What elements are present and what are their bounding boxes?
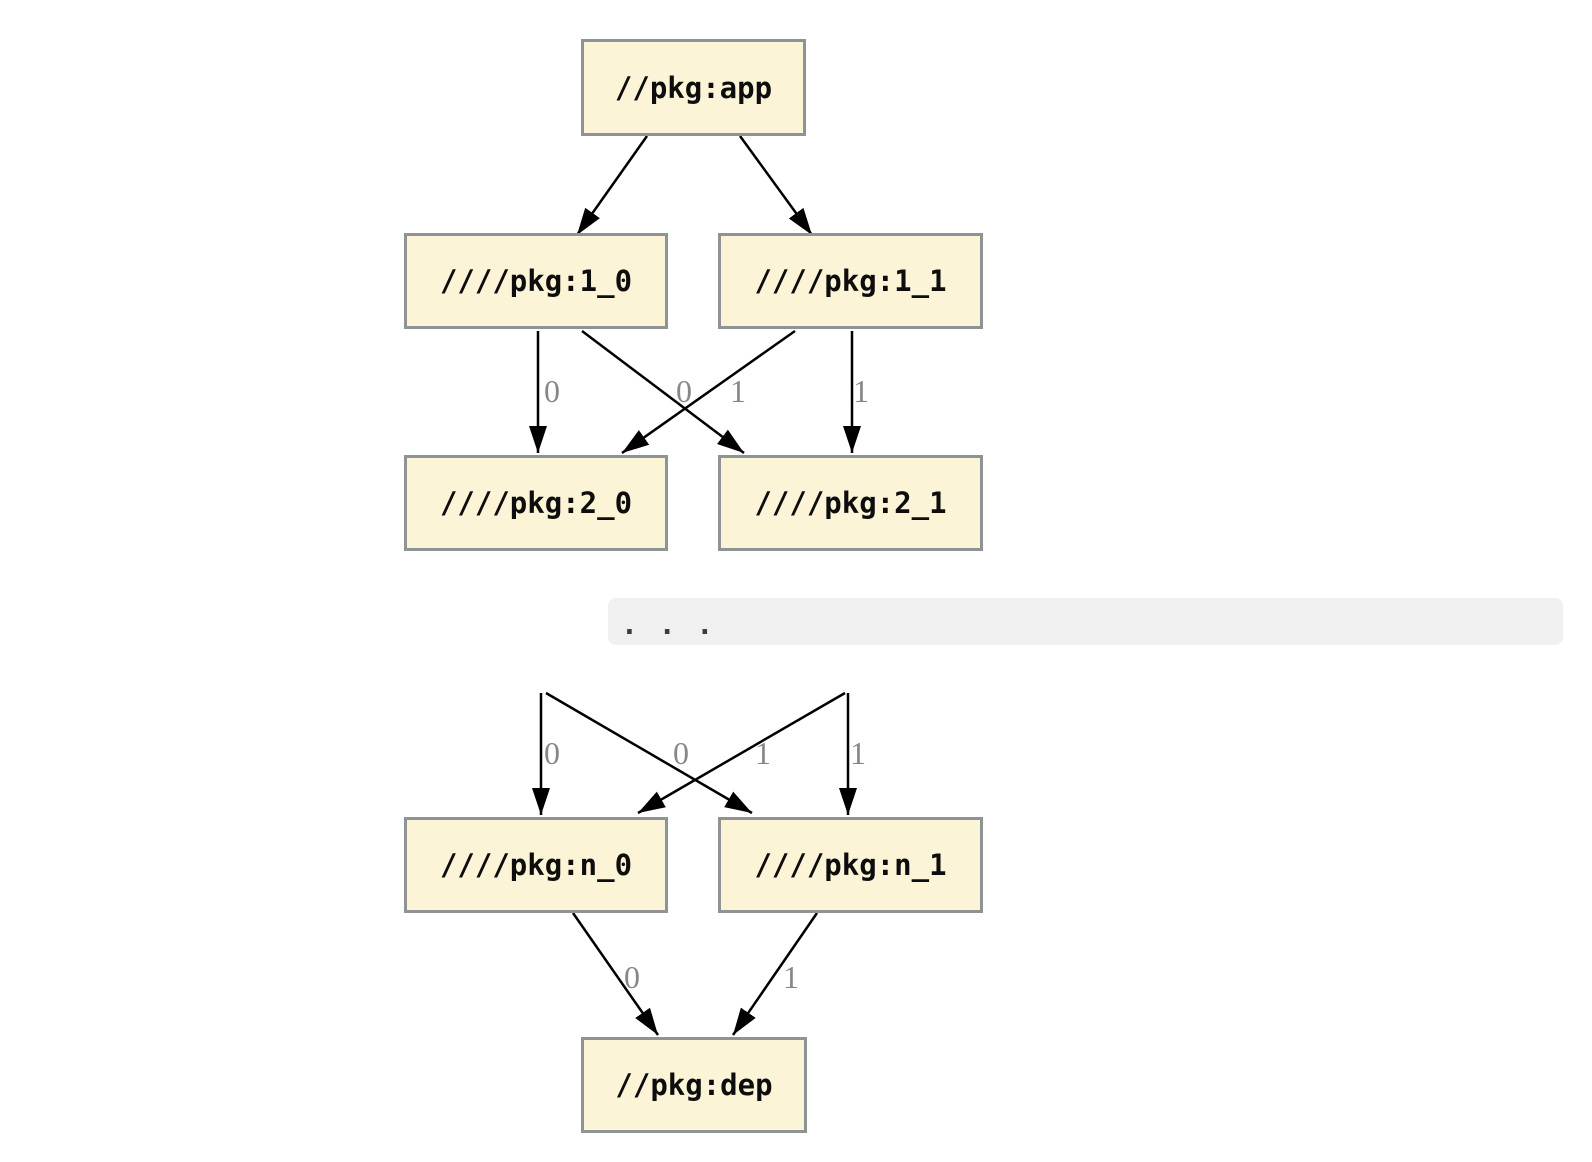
edge-prev-to-n_1: 1	[839, 693, 866, 815]
node-label: //pkg:app	[614, 70, 773, 105]
edge-n_0-to-dep: 0	[571, 912, 660, 1036]
node-label: ////pkg:2_0	[439, 486, 633, 520]
edge-n_1-to-dep: 1	[731, 912, 819, 1036]
node-1_0: ////pkg:1_0	[404, 233, 668, 329]
node-label: ////pkg:2_1	[754, 486, 947, 520]
edge-label: 1	[755, 735, 771, 771]
edge-1_0-to-2_0: 0	[529, 331, 560, 453]
edge-label: 0	[544, 735, 560, 771]
node-label: ////pkg:n_0	[439, 848, 633, 882]
ellipsis-label: . . .	[621, 608, 716, 641]
edge-label: 1	[783, 959, 799, 995]
node-label: ////pkg:1_1	[754, 264, 947, 298]
edge-label: 0	[673, 735, 689, 771]
edge-label: 1	[730, 373, 746, 409]
node-n_1: ////pkg:n_1	[718, 817, 983, 913]
edge-1_1-to-2_0: 1	[621, 329, 796, 455]
edge-label: 0	[624, 959, 640, 995]
edge-label: 1	[850, 735, 866, 771]
collapsed-levels-band: . . .	[608, 598, 1563, 645]
edge-app-to-1_1	[738, 135, 814, 236]
edge-1_1-to-2_1: 1	[843, 331, 869, 453]
node-label: ////pkg:1_0	[439, 264, 633, 298]
node-1_1: ////pkg:1_1	[718, 233, 983, 329]
edge-prev-to-n_0: 0	[532, 693, 560, 815]
edge-app-to-1_0	[575, 135, 649, 236]
node-2_0: ////pkg:2_0	[404, 455, 668, 551]
edge-prev-to-n_1-cross: 0	[545, 691, 753, 815]
node-dep: //pkg:dep	[581, 1037, 807, 1133]
edge-1_0-to-2_1: 0	[581, 330, 745, 454]
edge-label: 0	[676, 373, 692, 409]
edge-label: 0	[544, 373, 560, 409]
edge-label: 1	[853, 373, 869, 409]
node-app: //pkg:app	[581, 39, 806, 136]
edge-prev-to-n_0-cross: 1	[637, 691, 846, 815]
node-2_1: ////pkg:2_1	[718, 455, 983, 551]
node-label: //pkg:dep	[615, 1068, 773, 1102]
node-label: ////pkg:n_1	[754, 848, 947, 882]
node-n_0: ////pkg:n_0	[404, 817, 668, 913]
